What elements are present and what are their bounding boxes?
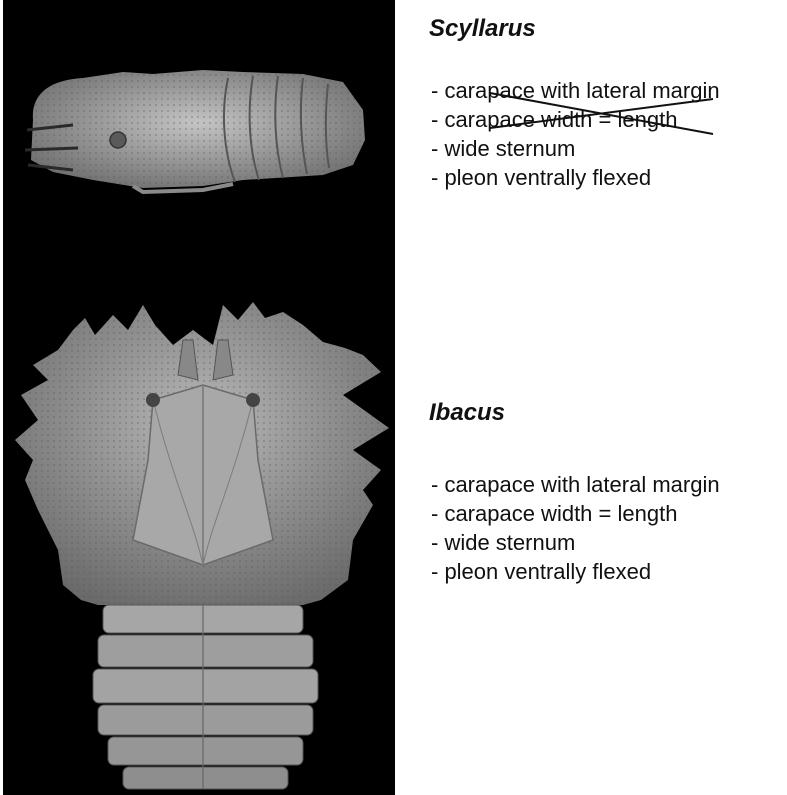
trait-text: - carapace with lateral margin xyxy=(431,472,720,497)
trait-text: - carapace with lateral margin xyxy=(431,78,720,103)
trait-text: - carapace width = length xyxy=(431,501,677,526)
trait-item: - wide sternum xyxy=(431,134,720,163)
trait-text: - pleon ventrally flexed xyxy=(431,559,651,584)
specimen-photo xyxy=(3,0,395,795)
trait-list-ibacus: - carapace with lateral margin - carapac… xyxy=(431,470,720,586)
text-panel: Scyllarus - carapace with lateral margin… xyxy=(395,0,787,795)
genus-title-scyllarus: Scyllarus xyxy=(429,15,536,43)
specimen-photo-panel xyxy=(3,0,395,795)
trait-item: - pleon ventrally flexed xyxy=(431,163,720,192)
scyllarus-specimen xyxy=(25,70,365,192)
trait-text: - wide sternum xyxy=(431,530,575,555)
trait-item: - carapace with lateral margin xyxy=(431,470,720,499)
trait-text: - pleon ventrally flexed xyxy=(431,165,651,190)
trait-item: - carapace width = length xyxy=(431,105,720,134)
trait-text: - carapace width = length xyxy=(431,107,677,132)
genus-title-ibacus: Ibacus xyxy=(429,399,505,427)
trait-item: - carapace width = length xyxy=(431,499,720,528)
ibacus-specimen xyxy=(15,302,389,789)
trait-item: - pleon ventrally flexed xyxy=(431,557,720,586)
trait-item: - carapace with lateral margin xyxy=(431,76,720,105)
trait-item: - wide sternum xyxy=(431,528,720,557)
trait-text: - wide sternum xyxy=(431,136,575,161)
trait-list-scyllarus: - carapace with lateral margin - carapac… xyxy=(431,76,720,192)
